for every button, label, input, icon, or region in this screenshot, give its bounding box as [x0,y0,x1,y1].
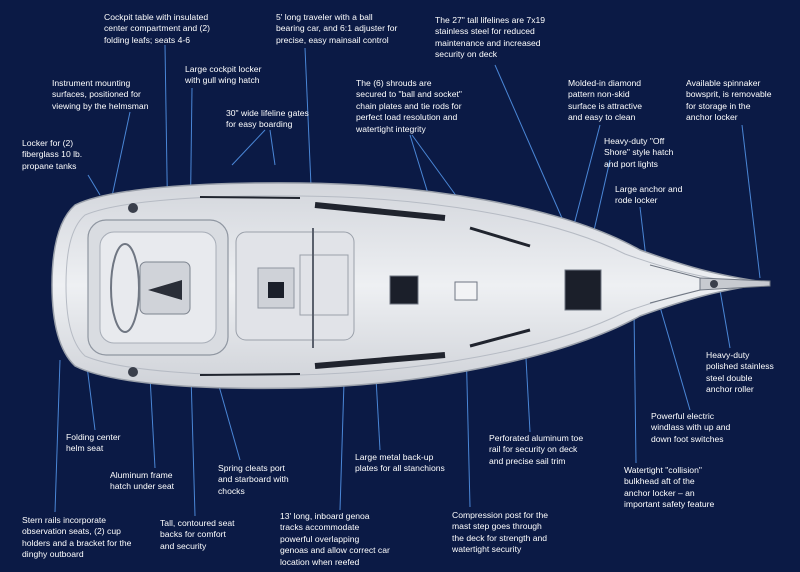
toe-rail-port [314,352,446,369]
leader-line-lifelines [494,64,566,226]
label-frame-hatch: Aluminum frame hatch under seat [110,470,175,492]
label-windlass: Powerful electric windlass with up and d… [651,411,731,444]
label-lifelines: The 27" tall lifelines are 7x19 stainles… [435,15,546,60]
leader-line-stern-rails [54,359,61,513]
leader-line-non-skid [569,124,601,241]
label-genoa-tracks: 13' long, inboard genoa tracks accommoda… [280,511,390,567]
mast-step [454,281,478,301]
leader-line-shrouds [409,134,431,201]
label-shrouds: The (6) shrouds are secured to "ball and… [356,78,462,134]
forward-hatch [564,269,602,311]
toe-rail-starboard [314,202,446,221]
hull [51,182,771,390]
label-anchor-locker: Large anchor and rode locker [615,184,683,206]
leader-line-anchor-roller [719,289,731,349]
label-instrument-surfaces: Instrument mounting surfaces, positioned… [52,78,149,111]
label-cockpit-table: Cockpit table with insulated center comp… [104,12,211,45]
winch-port-aft [128,367,138,377]
label-anchor-roller: Heavy-duty polished stainless steel doub… [706,350,774,395]
bow-roller [699,277,771,291]
midship-hatch [389,275,419,305]
label-cockpit-locker: Large cockpit locker with gull wing hatc… [185,64,262,86]
label-helm-seat: Folding center helm seat [66,432,121,454]
label-toe-rail: Perforated aluminum toe rail for securit… [489,433,584,466]
label-traveler: 5' long traveler with a ball bearing car… [276,12,398,45]
label-collision-bulkhead: Watertight "collision" bulkhead aft of t… [624,465,715,510]
label-non-skid: Molded-in diamond pattern non-skid surfa… [568,78,643,123]
winch-starboard-aft [128,203,138,213]
label-offshore-hatch: Heavy-duty "Off Shore" style hatch and p… [604,136,674,169]
label-compression-post: Compression post for the mast step goes … [452,510,549,555]
companionway-hatch [268,282,284,298]
label-seat-backs: Tall, contoured seat backs for comfort a… [160,518,235,551]
leader-line-bowsprit [741,124,761,279]
leader-line-lifeline-gates [269,129,276,166]
label-propane-locker: Locker for (2) fiberglass 10 lb. propane… [22,138,83,171]
cabin-top [235,231,355,341]
label-lifeline-gates: 30" wide lifeline gates for easy boardin… [226,108,309,130]
deck-edge [65,195,741,376]
label-stern-rails: Stern rails incorporate observation seat… [22,515,132,560]
helm-wheel [110,243,140,333]
label-bowsprit: Available spinnaker bowsprit, is removab… [686,78,772,123]
label-spring-cleats: Spring cleats port and starboard with ch… [218,463,289,496]
leader-line-propane-locker [87,174,101,196]
leader-line-lifeline-gates [231,129,266,166]
leader-line-collision-bulkhead [633,309,637,464]
label-backup-plates: Large metal back-up plates for all stanc… [355,452,445,474]
leader-line-windlass [657,299,691,411]
